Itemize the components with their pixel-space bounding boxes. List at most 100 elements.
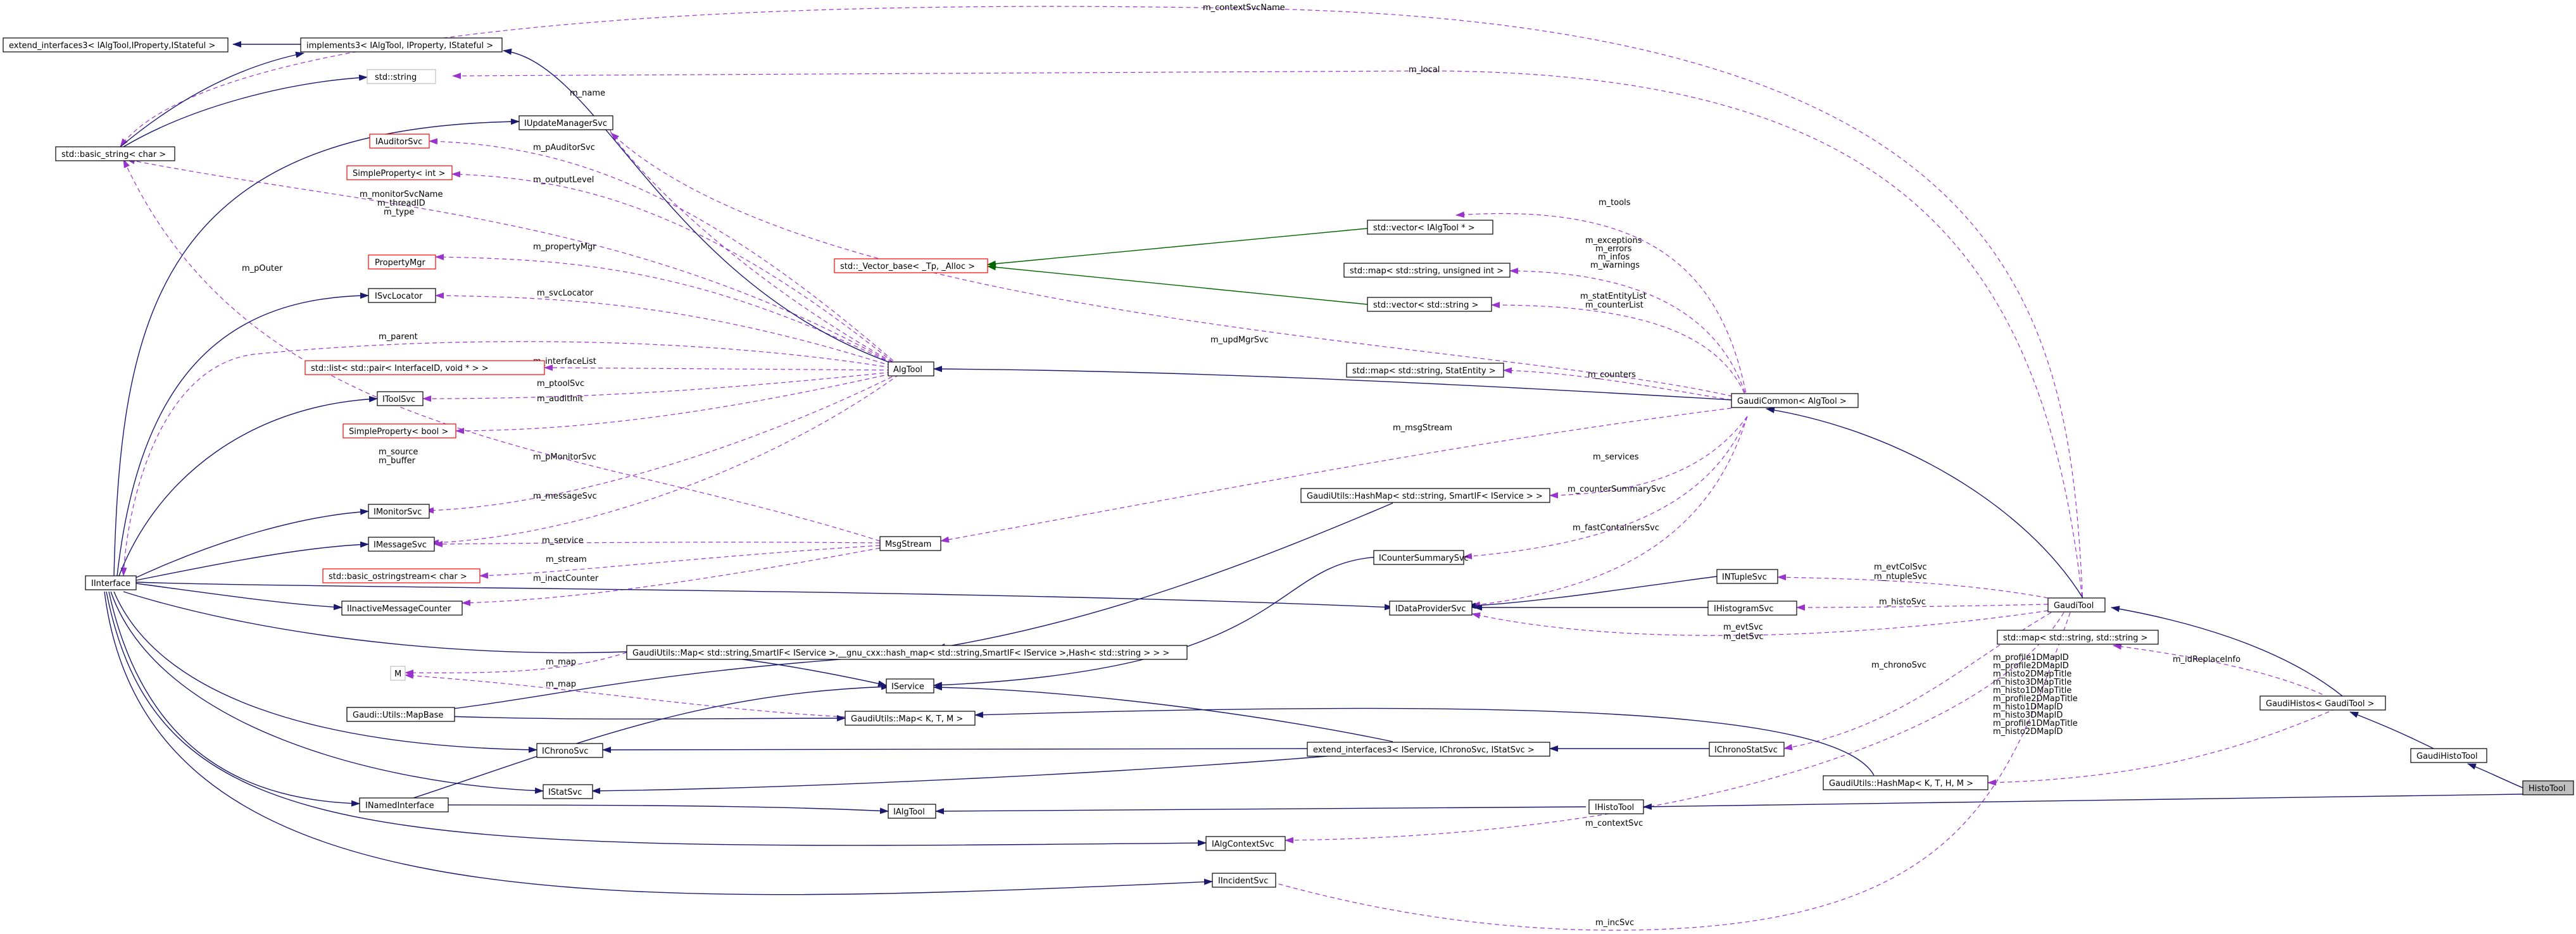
svg-text:AlgTool: AlgTool: [893, 365, 922, 375]
svg-text:IDataProviderSvc: IDataProviderSvc: [1395, 604, 1466, 614]
node-msgstream[interactable]: MsgStream: [879, 536, 941, 551]
svg-text:GaudiUtils::HashMap< K, T, H,: GaudiUtils::HashMap< K, T, H, M >: [1829, 779, 1973, 788]
edge-idataprovider-to-ituplesvc: [1467, 576, 1718, 609]
svg-text:Gaudi::Utils::MapBase: Gaudi::Utils::MapBase: [353, 711, 443, 720]
label-m-updMgrSvc: m_updMgrSvc: [1210, 335, 1269, 345]
edge-iinterface-to-inactive: [135, 583, 342, 611]
node-std-vector-ialgtool[interactable]: std::vector< IAlgTool * >: [1367, 220, 1493, 235]
template-edges: [987, 228, 1368, 305]
node-hashmap-smartif[interactable]: GaudiUtils::HashMap< std::string, SmartI…: [1300, 488, 1550, 503]
svg-text:IInactiveMessageCounter: IInactiveMessageCounter: [347, 604, 451, 614]
node-m[interactable]: M: [390, 666, 406, 681]
node-ichronosvc[interactable]: IChronoSvc: [536, 743, 603, 758]
edge-m-interfaceList: [544, 364, 900, 371]
node-gaudi-utils-mapbase[interactable]: Gaudi::Utils::MapBase: [346, 707, 455, 722]
svg-text:INamedInterface: INamedInterface: [365, 801, 434, 811]
node-iauditorsvc[interactable]: IAuditorSvc: [369, 134, 430, 149]
node-icountersummarysvc[interactable]: ICounterSummarySvc: [1373, 550, 1469, 565]
node-std-map-string-string[interactable]: std::map< std::string, std::string >: [1997, 630, 2159, 645]
svg-text:IInterface: IInterface: [91, 579, 130, 588]
node-ialgcontextsvc[interactable]: IAlgContextSvc: [1205, 836, 1286, 851]
svg-text:extend_interfaces3< IService,: extend_interfaces3< IService, IChronoSvc…: [1313, 745, 1535, 755]
node-iservice[interactable]: IService: [886, 678, 934, 694]
node-ihistotool[interactable]: IHistoTool: [1588, 799, 1644, 814]
node-std-list-pair[interactable]: std::list< std::pair< InterfaceID, void …: [305, 360, 545, 375]
node-idataprovidersvc[interactable]: IDataProviderSvc: [1389, 601, 1473, 616]
edge-iinterface-to-iupdatemgr: [113, 118, 520, 576]
node-implements3-algtool[interactable]: implements3< IAlgTool, IProperty, IState…: [300, 37, 503, 53]
node-iinterface[interactable]: IInterface: [85, 575, 137, 590]
node-ituplesvc[interactable]: INTupleSvc: [1716, 569, 1778, 584]
edge-m-exceptions: [1509, 268, 1748, 401]
node-inamedinterface[interactable]: INamedInterface: [359, 797, 449, 813]
node-extend-interfaces3-algtool[interactable]: extend_interfaces3< IAlgTool,IProperty,I…: [3, 37, 229, 53]
label-m-msgStream: m_msgStream: [1393, 423, 1452, 433]
edge-m-services: [1549, 416, 1748, 499]
label-m-interfaceList: m_interfaceList: [533, 357, 596, 366]
node-gaudicommon-algtool[interactable]: GaudiCommon< AlgTool >: [1731, 393, 1859, 408]
node-itoolsvc[interactable]: IToolSvc: [377, 391, 424, 406]
label-m-contextSvcName: m_contextSvcName: [1203, 3, 1285, 13]
label-m-tools: m_tools: [1599, 198, 1631, 208]
node-iinactivemessagecounter[interactable]: IInactiveMessageCounter: [341, 601, 463, 616]
node-gaudiutils-map-ktm[interactable]: GaudiUtils::Map< K, T, M >: [845, 711, 976, 726]
edge-m-contextSvc: [1285, 612, 2064, 844]
node-gauditool[interactable]: GaudiTool: [2047, 597, 2106, 613]
svg-text:IChronoStatSvc: IChronoStatSvc: [1714, 745, 1778, 755]
label-m-threadID: m_threadID: [377, 199, 425, 208]
label-m-inactCounter: m_inactCounter: [533, 574, 599, 583]
label-m-histo3DMapID: m_histo3DMapID: [1993, 711, 2063, 720]
edge-m-monitorSvcName: [126, 158, 900, 368]
edge-m-contextSvcName: [120, 6, 2083, 605]
edge-mapbase-to-map-ktm: [411, 714, 846, 722]
label-m-errors: m_errors: [1595, 244, 1632, 254]
node-propertymgr[interactable]: PropertyMgr: [368, 254, 436, 270]
node-imessagesvc[interactable]: IMessageSvc: [368, 537, 435, 552]
edge-m-tools: [1455, 211, 1748, 401]
edge-m-svcLocator: [435, 292, 900, 369]
node-gaudiutils-hashmap-ktm[interactable]: GaudiUtils::HashMap< K, T, H, M >: [1823, 775, 1989, 790]
node-std-map-statentity[interactable]: std::map< std::string, StatEntity >: [1346, 363, 1504, 378]
edge-extend-to-iservice: [933, 684, 1393, 742]
node-ichronostatsvc[interactable]: IChronoStatSvc: [1709, 742, 1785, 757]
edge-iinterface-to-idataprovider: [135, 582, 1393, 611]
node-algtool[interactable]: AlgTool: [888, 361, 934, 377]
edge-m-pAuditorSvc: [429, 138, 900, 366]
node-std-basic-string[interactable]: std::basic_string< char >: [55, 146, 175, 161]
svg-text:IIncidentSvc: IIncidentSvc: [1218, 876, 1268, 886]
node-ihistogramsvc[interactable]: IHistogramSvc: [1707, 601, 1797, 616]
label-m-monitorSvcName: m_monitorSvcName: [360, 190, 443, 199]
label-m-source: m_source: [379, 447, 418, 457]
node-iupdatemanagersvc[interactable]: IUpdateManagerSvc: [518, 115, 613, 130]
node-simpleproperty-int[interactable]: SimpleProperty< int >: [346, 165, 453, 180]
label-m-map-2: m_map: [546, 680, 576, 689]
node-isvclocator[interactable]: ISvcLocator: [368, 288, 436, 303]
node-extend-interfaces3-iservice[interactable]: extend_interfaces3< IService, IChronoSvc…: [1307, 742, 1550, 757]
node-histotool[interactable]: HistoTool: [2522, 780, 2574, 795]
label-m-histo2DMapID: m_histo2DMapID: [1993, 727, 2063, 737]
node-istatsvc[interactable]: IStatSvc: [543, 784, 593, 799]
node-iincidentsvc[interactable]: IIncidentSvc: [1212, 873, 1276, 888]
node-imonitorsvc[interactable]: IMonitorSvc: [368, 504, 430, 519]
label-m-contextSvc: m_contextSvc: [1585, 819, 1643, 828]
edge-basic-string-to-implements3: [120, 51, 305, 147]
edge-m-propertyMgr: [435, 254, 900, 368]
label-m-counterList: m_counterList: [1585, 301, 1643, 310]
node-std-basic-ostringstream[interactable]: std::basic_ostringstream< char >: [322, 568, 481, 583]
edge-m-histo-maps: [1987, 708, 2337, 786]
edge-iinterface-to-itoolsvc: [118, 395, 378, 576]
node-gaudiutils-map-gnu[interactable]: GaudiUtils::Map< std::string,SmartIF< IS…: [626, 645, 1188, 660]
node-std-string[interactable]: std::string: [367, 69, 436, 84]
node-std-map-string-uint[interactable]: std::map< std::string, unsigned int >: [1343, 263, 1511, 278]
edge-icountersummary-to-iservice: [933, 556, 1379, 688]
node-gaudihistos-gauditool[interactable]: GaudiHistos< GaudiTool >: [2259, 695, 2386, 711]
svg-text:IChronoSvc: IChronoSvc: [542, 747, 588, 756]
node-gaudihistotool[interactable]: GaudiHistoTool: [2410, 748, 2487, 763]
label-m-outputLevel: m_outputLevel: [533, 175, 594, 185]
svg-text:implements3< IAlgTool, IProper: implements3< IAlgTool, IProperty, IState…: [306, 41, 493, 51]
node-ialgtool[interactable]: IAlgTool: [888, 804, 936, 819]
node-std-vector-base[interactable]: std::_Vector_base< _Tp, _Alloc >: [834, 258, 988, 273]
node-std-vector-string[interactable]: std::vector< std::string >: [1367, 297, 1492, 312]
node-simpleproperty-bool[interactable]: SimpleProperty< bool >: [342, 423, 456, 439]
edge-m-counters: [1503, 367, 1732, 401]
